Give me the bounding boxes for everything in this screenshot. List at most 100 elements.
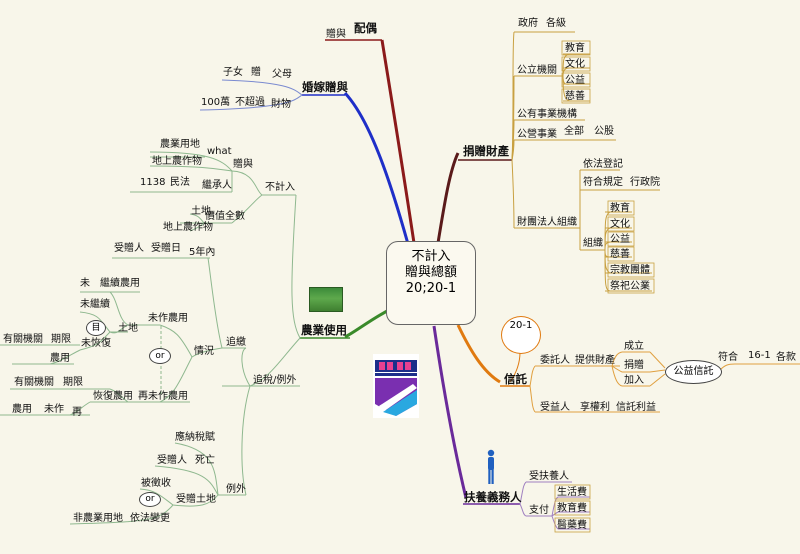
farm-crops: 地上農作物 [152,156,202,167]
public-trust-oval: 公益信託 [665,360,722,384]
farm-field-image [309,287,343,312]
farm-land2: 土地 [118,323,138,334]
farm-civil-code: 民法 [170,177,190,188]
or-oval-1: or [149,348,171,364]
farm-not-included: 不計入 [265,182,295,193]
farm-exception: 例外 [226,484,246,495]
donation-public-utility: 公營事業 [517,129,557,140]
farm-refarm: 再未作農用 [138,391,188,402]
farm-period: 期限 [51,334,71,345]
trust-title: 信託 [504,372,527,386]
donation-title: 捐贈財產 [463,144,509,158]
trust-join: 加入 [624,375,644,386]
donation-org: 組織 [583,238,603,249]
farm-authority2: 有關機關 [14,377,54,388]
farm-five-years: 5年內 [189,247,216,258]
marriage-amount: 100萬 [201,97,231,108]
farm-gift-date: 受贈日 [151,243,181,254]
farm-title: 農業使用 [301,323,347,337]
trust-article-num: 16-1 [748,350,771,361]
farm-law-change: 依法變更 [130,513,170,524]
trust-provide: 提供財產 [575,355,615,366]
farm-not-continue-farm: 未作農用 [148,313,188,324]
center-line-2: 贈與總額 [404,265,457,280]
farm-what: what [207,146,232,157]
donation-foundation: 財團法人組織 [517,217,577,228]
center-line-3: 20;20-1 [405,281,457,296]
trust-establish: 成立 [624,341,644,352]
support-supported: 受扶養人 [529,471,569,482]
marriage-children: 子女 [223,67,243,78]
farm-donee: 受贈人 [114,243,144,254]
support-living: 生活費 [557,487,587,498]
farm-not: 未 [80,278,90,289]
farm-not-make: 未作 [44,404,64,415]
donation-cul2: 文化 [610,219,630,230]
donation-public-welfare: 公益 [565,75,585,86]
spouse-gift: 贈與 [326,29,346,40]
marriage-property: 財物 [271,99,291,110]
donation-registered: 依法登記 [583,159,623,170]
center-line-1: 不計入 [411,249,451,264]
farm-situation: 情況 [194,346,214,357]
trust-donate: 捐贈 [624,360,644,371]
farm-recover-exception: 追稅/例外 [253,375,297,386]
donation-meets: 符合規定 [583,177,623,188]
farm-donee2: 受贈人 [157,455,187,466]
donation-education: 教育 [565,43,585,54]
trust-beneficiary: 受益人 [540,402,570,413]
farm-expropriated: 被徵收 [141,478,171,489]
marriage-title: 婚嫁贈與 [302,80,348,94]
farm-agri-use: 農用 [50,353,70,364]
farm-not-continue: 未繼續 [80,299,110,310]
marriage-gift: 贈 [251,67,261,78]
donation-shares: 公股 [594,126,614,137]
farm-land: 土地 [191,206,211,217]
marriage-not-exceed: 不超過 [235,97,265,108]
trust-each-item: 各款 [776,352,796,363]
person-icon [487,449,495,484]
donation-char2: 慈善 [610,249,630,260]
farm-continue-farm: 繼續農用 [100,278,140,289]
donation-culture: 文化 [565,59,585,70]
donation-all: 全部 [564,126,584,137]
farm-restore-farm: 恢復農用 [93,391,133,402]
donation-public-enterprise: 公有事業機構 [517,109,577,120]
marriage-parents: 父母 [272,69,292,80]
farm-value-full: 價值全數 [205,211,245,222]
trust-comply: 符合 [718,352,738,363]
mu-oval: 目 [86,320,106,336]
farm-inherit: 繼承人 [202,180,232,191]
farm-gift: 贈與 [233,159,253,170]
trust-bubble-text: 20-1 [509,320,533,331]
farm-land-crops: 地上農作物 [163,222,213,233]
logo-image [373,354,419,418]
or-oval-2: or [139,492,161,507]
donation-charity: 慈善 [565,91,585,102]
farm-article: 1138 [140,177,166,188]
donation-pub2: 公益 [610,234,630,245]
support-medical: 醫藥費 [557,520,587,531]
farm-non-farmland: 非農業用地 [73,513,123,524]
donation-edu2: 教育 [610,203,630,214]
donation-exec-yuan: 行政院 [630,177,660,188]
farm-farmland: 農業用地 [160,139,200,150]
trust-enjoy: 享權利 [580,402,610,413]
spouse-title: 配偶 [354,21,377,35]
donation-all-levels: 各級 [546,18,566,29]
farm-recover: 追繳 [226,337,246,348]
farm-authority: 有關機關 [3,334,43,345]
donation-gov: 政府 [518,18,538,29]
trust-benefit: 信託利益 [616,402,656,413]
farm-not-restore: 未恢復 [81,338,111,349]
support-education-fee: 教育費 [557,503,587,514]
farm-farm-use: 農用 [12,404,32,415]
farm-donee-land: 受贈土地 [176,494,216,505]
donation-public-org: 公立機關 [517,65,557,76]
farm-death: 死亡 [195,455,215,466]
trust-settlor: 委託人 [540,355,570,366]
trust-bubble: 20-1 [501,316,541,354]
center-node: 不計入 贈與總額 20;20-1 [386,241,476,325]
